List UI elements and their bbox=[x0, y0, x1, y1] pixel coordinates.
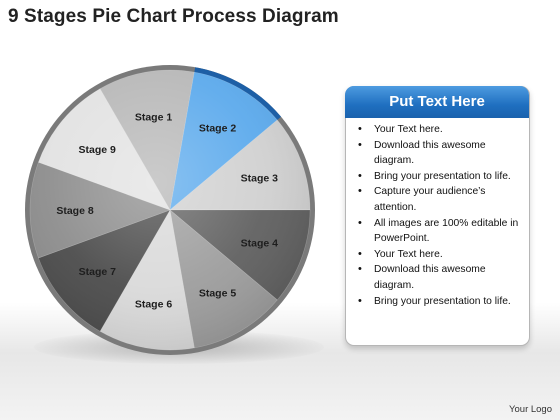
footer-logo: Your Logo bbox=[509, 404, 552, 415]
stage-label-7: Stage 7 bbox=[79, 266, 117, 278]
page-title: 9 Stages Pie Chart Process Diagram bbox=[8, 6, 339, 27]
stage-label-6: Stage 6 bbox=[135, 299, 173, 311]
stage-label-9: Stage 9 bbox=[79, 144, 117, 156]
pie-gloss-overlay bbox=[30, 70, 310, 350]
list-item: Bring your presentation to life. bbox=[356, 169, 522, 185]
list-item: All images are 100% editable in PowerPoi… bbox=[356, 216, 522, 247]
stage-label-3: Stage 3 bbox=[241, 173, 279, 185]
pie-labels: Stage 1 Stage 2 Stage 3 Stage 4 Stage 5 Stage… bbox=[56, 111, 278, 310]
list-item: Your Text here. bbox=[356, 122, 522, 138]
text-box-header: Put Text Here bbox=[345, 86, 529, 118]
pie-diagram: Stage 1 Stage 2 Stage 3 Stage 4 Stage 5 Stage… bbox=[25, 65, 315, 355]
stage-label-2: Stage 2 bbox=[199, 123, 237, 135]
stage-label-1: Stage 1 bbox=[135, 111, 173, 123]
bullet-list: Your Text here. Download this awesome di… bbox=[356, 122, 522, 309]
stage-label-8: Stage 8 bbox=[56, 205, 94, 217]
list-item: Bring your presentation to life. bbox=[356, 294, 522, 310]
list-item: Download this awesome diagram. bbox=[356, 262, 522, 293]
list-item: Your Text here. bbox=[356, 247, 522, 263]
list-item: Download this awesome diagram. bbox=[356, 138, 522, 169]
stage-label-4: Stage 4 bbox=[241, 238, 279, 250]
list-item: Capture your audience’s attention. bbox=[356, 184, 522, 215]
stage-label-5: Stage 5 bbox=[199, 287, 237, 299]
